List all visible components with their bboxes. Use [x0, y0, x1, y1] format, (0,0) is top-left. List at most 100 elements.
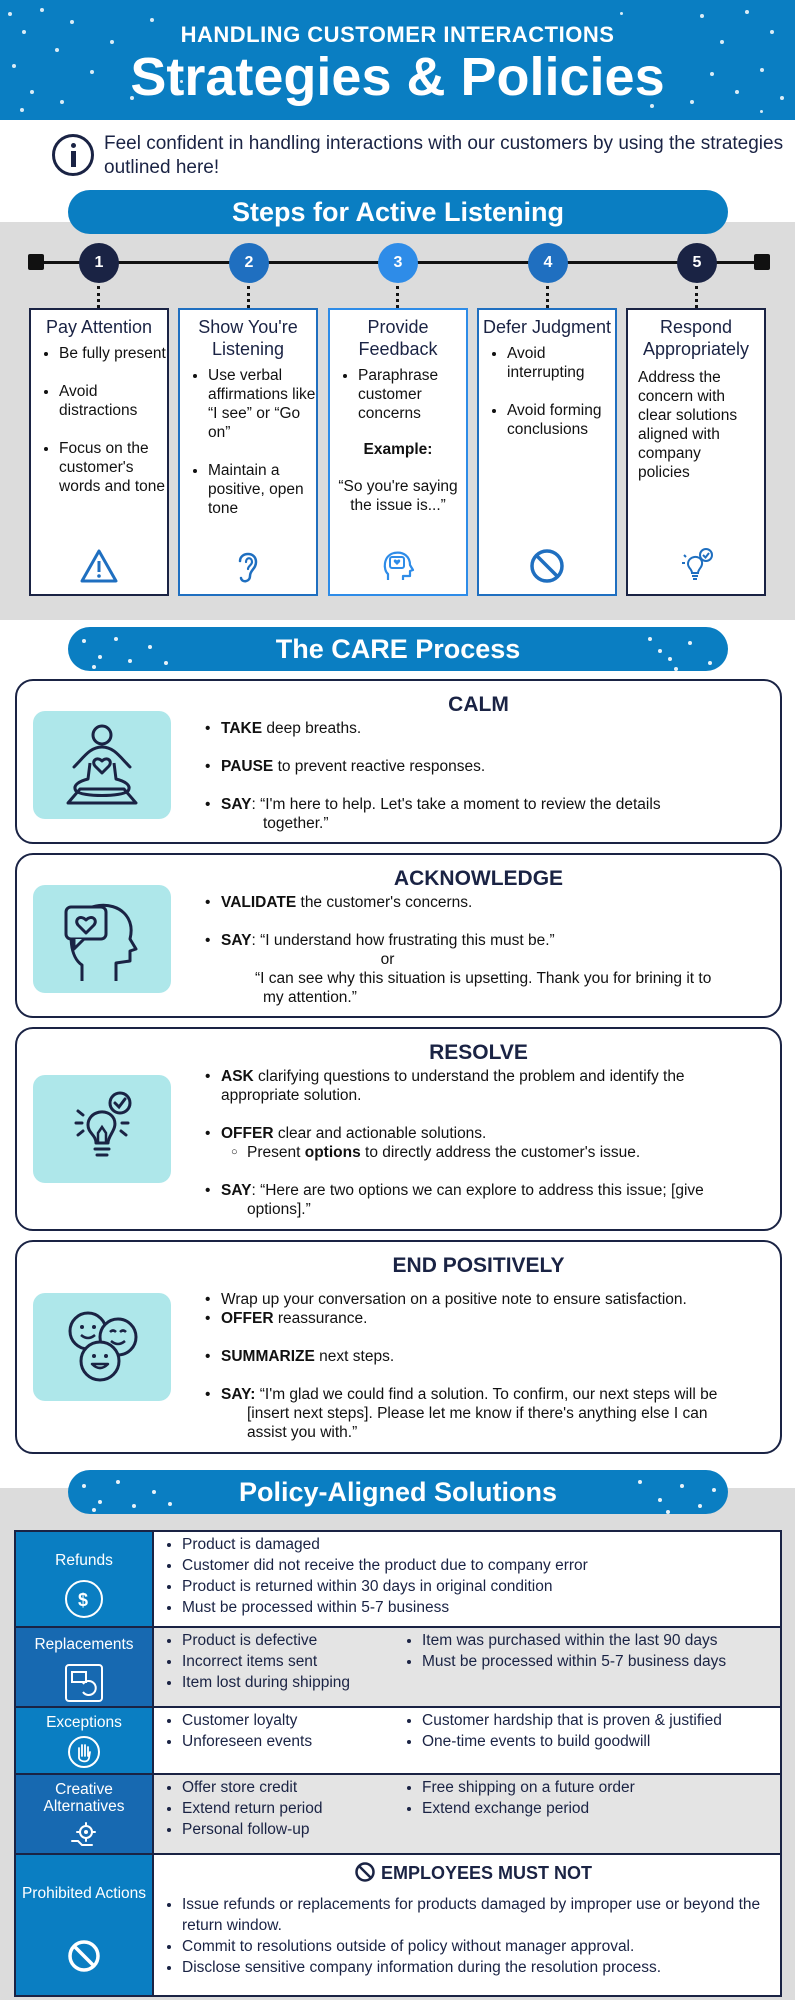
- step-4-marker: 4: [528, 243, 568, 283]
- decorative-dot: [638, 1480, 642, 1484]
- lightbulb-check-icon: [682, 548, 713, 580]
- care-acknowledge: ACKNOWLEDGE VALIDATE the customer's conc…: [15, 853, 782, 1018]
- list-item: OFFER clear and actionable solutions.: [205, 1124, 760, 1143]
- list-item: Wrap up your conversation on a positive …: [205, 1290, 760, 1309]
- intro: Feel confident in handling interactions …: [52, 128, 783, 188]
- timeline-end-cap: [754, 254, 770, 270]
- list-item: Item was purchased within the last 90 da…: [422, 1630, 780, 1651]
- list-item: One-time events to build goodwill: [422, 1731, 780, 1752]
- care-end-positively: END POSITIVELY Wrap up your conversation…: [15, 1240, 782, 1454]
- list-item: Personal follow-up: [182, 1819, 406, 1840]
- gear-hand-icon: [68, 1819, 100, 1851]
- decorative-dot: [92, 1508, 96, 1512]
- page-title: Strategies & Policies: [130, 47, 665, 107]
- decorative-dot: [760, 110, 763, 113]
- step-2-marker: 2: [229, 243, 269, 283]
- timeline-start-cap: [28, 254, 44, 270]
- decorative-dot: [180, 80, 183, 83]
- decorative-dot: [688, 641, 692, 645]
- care-process-title: The CARE Process: [68, 627, 728, 671]
- meditation-icon: [66, 724, 138, 805]
- decorative-dot: [760, 68, 764, 72]
- prohibited-icon: [65, 1937, 103, 1975]
- step-card-defer-judgment: Defer Judgment Avoid interrupting Avoid …: [477, 308, 617, 596]
- care-heading: RESOLVE: [429, 1041, 528, 1064]
- decorative-dot: [40, 8, 44, 12]
- list-item: Incorrect items sent: [182, 1651, 406, 1672]
- replacement-box-icon: [65, 1664, 103, 1702]
- decorative-dot: [8, 12, 12, 16]
- category-cell: Refunds $: [16, 1532, 154, 1626]
- list-item: Avoid forming conclusions: [507, 401, 615, 439]
- page-header: HANDLING CUSTOMER INTERACTIONS Strategie…: [0, 0, 795, 120]
- list-item: Use verbal affirmations like “I see” or …: [208, 366, 316, 442]
- decorative-dot: [82, 1484, 86, 1488]
- care-resolve: RESOLVE ASK clarifying questions to unde…: [15, 1027, 782, 1231]
- step-title: Pay Attention: [45, 317, 153, 337]
- step-title: Provide Feedback: [358, 317, 438, 359]
- decorative-dot: [60, 100, 64, 104]
- decorative-dot: [658, 1498, 662, 1502]
- list-item: ASK clarifying questions to understand t…: [205, 1067, 760, 1086]
- step-title: Show You're Listening: [198, 317, 298, 359]
- list-item: SAY: “I'm glad we could find a solution.…: [205, 1385, 760, 1404]
- decorative-dot: [70, 20, 74, 24]
- decorative-dot: [30, 90, 34, 94]
- info-icon: [52, 134, 94, 176]
- list-item: Focus on the customer's words and tone: [59, 439, 167, 496]
- list-item: SAY: “I'm here to help. Let's take a mom…: [205, 795, 760, 814]
- step-card-show-listening: Show You're Listening Use verbal affirma…: [178, 308, 318, 596]
- refund-dollar-icon: $: [65, 1580, 103, 1618]
- category-cell: Creative Alternatives: [16, 1775, 154, 1853]
- policy-table: Refunds $ Product is damaged Customer di…: [14, 1530, 782, 1997]
- decorative-dot: [735, 90, 739, 94]
- table-row-replacements: Replacements Product is defective Incorr…: [16, 1628, 780, 1708]
- head-heart-icon: [64, 903, 138, 981]
- list-item: VALIDATE the customer's concerns.: [205, 893, 760, 912]
- decorative-dot: [132, 1504, 136, 1508]
- decorative-dot: [20, 108, 24, 112]
- decorative-dot: [710, 72, 714, 76]
- list-item: Avoid interrupting: [507, 344, 615, 382]
- decorative-dot: [690, 100, 694, 104]
- care-heading: ACKNOWLEDGE: [393, 867, 564, 890]
- decorative-dot: [650, 104, 654, 108]
- decorative-dot: [148, 645, 152, 649]
- decorative-dot: [668, 657, 672, 661]
- decorative-dot: [666, 1510, 670, 1514]
- decorative-dot: [90, 70, 94, 74]
- policy-content: EMPLOYEES MUST NOT Issue refunds or repl…: [154, 1855, 780, 1995]
- list-item: Be fully present: [59, 344, 167, 363]
- list-item: Unforeseen events: [182, 1731, 406, 1752]
- step-card-respond: Respond Appropriately Address the concer…: [626, 308, 766, 596]
- example-text: “So you're saying the issue is...”: [338, 478, 458, 514]
- decorative-dot: [22, 30, 26, 34]
- decorative-dot: [12, 64, 16, 68]
- decorative-dot: [745, 10, 749, 14]
- ear-icon: [238, 552, 258, 583]
- list-item: Disclose sensitive company information d…: [182, 1957, 766, 1978]
- list-item: Extend return period: [182, 1798, 406, 1819]
- category-cell: Replacements: [16, 1628, 154, 1706]
- table-row-exceptions: Exceptions Customer loyalty Unforeseen e…: [16, 1708, 780, 1775]
- decorative-dot: [780, 96, 784, 100]
- calm-icon-box: [33, 711, 171, 819]
- policy-content: Offer store credit Extend return period …: [154, 1775, 780, 1853]
- list-item: Present options to directly address the …: [205, 1143, 760, 1162]
- decorative-dot: [708, 661, 712, 665]
- decorative-dot: [116, 1480, 120, 1484]
- step-3-marker: 3: [378, 243, 418, 283]
- decorative-dot: [164, 661, 168, 665]
- head-heart-icon: [383, 551, 415, 580]
- care-calm: CALM TAKE deep breaths. PAUSE to prevent…: [15, 679, 782, 844]
- prohibited-icon: [355, 1862, 375, 1882]
- list-item: Customer loyalty: [182, 1710, 406, 1731]
- category-cell: Prohibited Actions: [16, 1855, 154, 1995]
- list-item: Free shipping on a future order: [422, 1777, 780, 1798]
- table-row-refunds: Refunds $ Product is damaged Customer di…: [16, 1532, 780, 1628]
- care-heading: END POSITIVELY: [392, 1254, 565, 1277]
- list-item: Product is returned within 30 days in or…: [182, 1576, 780, 1597]
- list-item: Avoid distractions: [59, 382, 167, 420]
- warning-triangle-icon: [80, 549, 118, 583]
- step-5-marker: 5: [677, 243, 717, 283]
